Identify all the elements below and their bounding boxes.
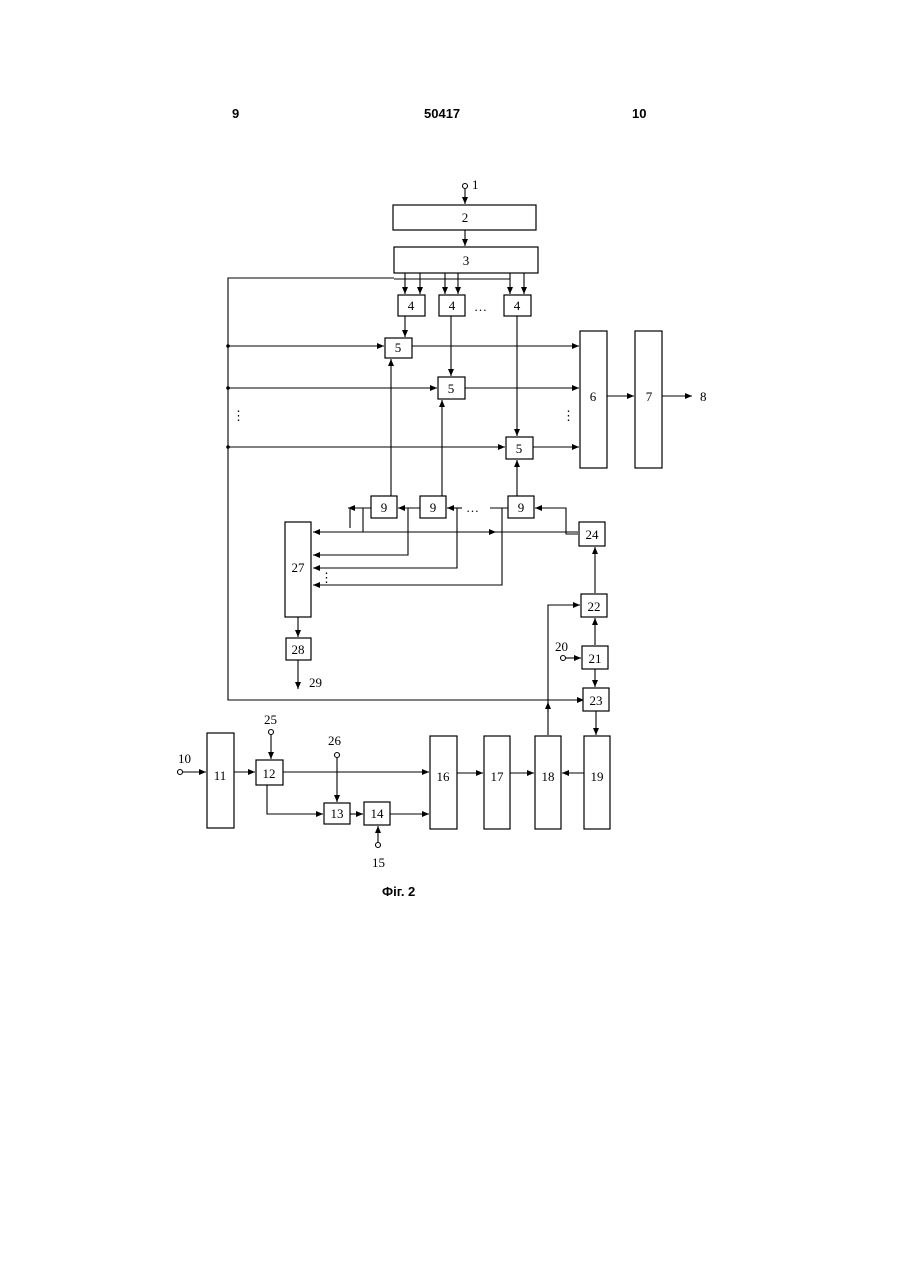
block-5a-label: 5	[395, 340, 402, 355]
block-7-label: 7	[646, 389, 653, 404]
figure-caption: Фіг. 2	[382, 884, 415, 899]
block-4b-label: 4	[449, 298, 456, 313]
block-2-label: 2	[462, 210, 469, 225]
block-13-label: 13	[331, 806, 344, 821]
wire	[267, 785, 323, 814]
block-22-label: 22	[588, 599, 601, 614]
terminal-10-dot	[178, 770, 183, 775]
terminal-25-dot	[269, 730, 274, 735]
ellipsis-6-inputs: ⋮	[562, 408, 575, 423]
wire	[548, 605, 580, 735]
block-23-label: 23	[590, 693, 603, 708]
block-9c-label: 9	[518, 500, 525, 515]
terminal-1-dot	[463, 184, 468, 189]
block-9b-label: 9	[430, 500, 437, 515]
block-27-label: 27	[292, 560, 306, 575]
terminal-26-label: 26	[328, 733, 342, 748]
terminal-20-label: 20	[555, 639, 568, 654]
block-6-label: 6	[590, 389, 597, 404]
block-28-label: 28	[292, 642, 305, 657]
block-14-label: 14	[371, 806, 385, 821]
terminal-29-label: 29	[309, 675, 322, 690]
block-5b-label: 5	[448, 381, 455, 396]
block-4c-label: 4	[514, 298, 521, 313]
block-5c-label: 5	[516, 441, 523, 456]
terminal-15-dot	[376, 843, 381, 848]
terminal-15-label: 15	[372, 855, 385, 870]
terminal-25-label: 25	[264, 712, 277, 727]
block-12-label: 12	[263, 766, 276, 781]
block-16-label: 16	[437, 769, 451, 784]
block-17-label: 17	[491, 769, 505, 784]
block-11-label: 11	[214, 768, 227, 783]
ellipsis-bus: ⋮	[232, 408, 245, 423]
ellipsis-blocks-9: …	[466, 500, 479, 515]
block-9a-label: 9	[381, 500, 388, 515]
ellipsis-blocks-4: …	[474, 299, 487, 314]
terminal-8-label: 8	[700, 389, 707, 404]
ellipsis-27-inputs: ⋮	[320, 570, 333, 585]
terminal-20-dot	[561, 656, 566, 661]
block-3-label: 3	[463, 253, 470, 268]
block-21-label: 21	[589, 651, 602, 666]
block-24-label: 24	[586, 527, 600, 542]
terminal-1-label: 1	[472, 177, 479, 192]
terminal-10-label: 10	[178, 751, 191, 766]
terminal-26-dot	[335, 753, 340, 758]
block-4a-label: 4	[408, 298, 415, 313]
block-18-label: 18	[542, 769, 555, 784]
block-19-label: 19	[591, 769, 604, 784]
wire	[535, 508, 578, 534]
